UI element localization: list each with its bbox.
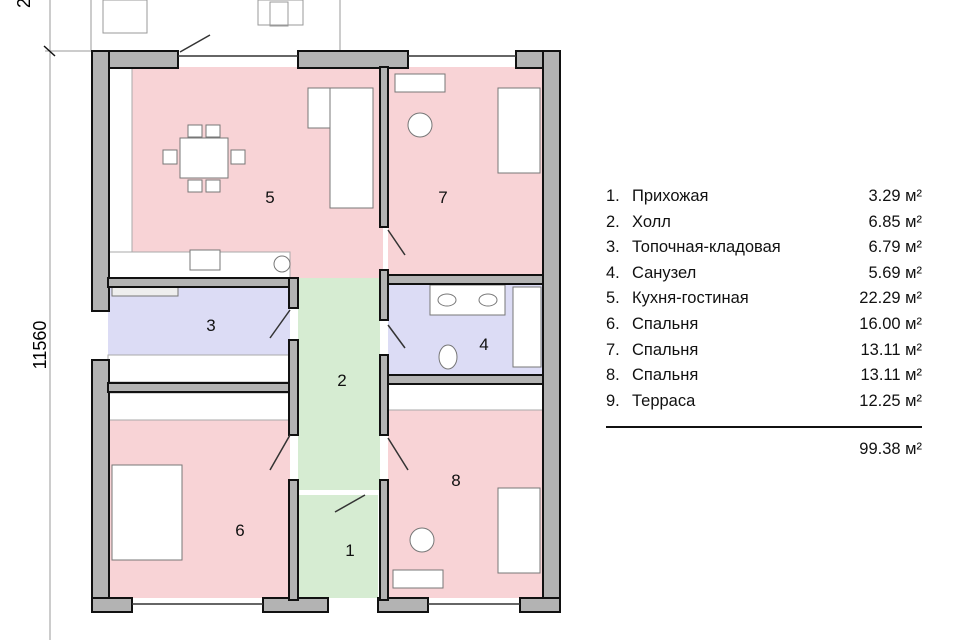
chair-7 (407, 112, 433, 138)
legend-room: 7. Спальня (606, 338, 698, 364)
legend-row: 6. Спальня 16.00 м² (606, 312, 922, 338)
toilet (438, 344, 458, 370)
legend-area: 13.11 м² (860, 340, 923, 359)
sofa-chaise (329, 87, 374, 209)
legend-number: 3. (606, 238, 620, 257)
legend-name: Топочная-кладовая (632, 238, 781, 257)
legend-area: 13.11 м² (860, 366, 923, 385)
desk-7 (394, 73, 446, 93)
room-label-6: 6 (235, 521, 244, 540)
legend-room: 6. Спальня (606, 312, 698, 338)
room-label-8: 8 (451, 471, 460, 490)
area-legend: 1. Прихожая 3.29 м² 2. Холл 6.85 м² 3. Топочная… (606, 184, 922, 459)
dimension-top-partial: 2 (14, 0, 34, 8)
walls (91, 50, 561, 613)
legend-number: 7. (606, 340, 620, 359)
legend-room: 4. Санузел (606, 261, 696, 287)
legend-area: 5.69 м² (868, 263, 922, 282)
legend-room: 1. Прихожая (606, 184, 708, 210)
legend-area: 12.25 м² (859, 391, 922, 410)
legend-number: 2. (606, 212, 620, 231)
legend-room: 3. Топочная-кладовая (606, 235, 781, 261)
legend-area: 6.85 м² (868, 212, 922, 231)
wardrobe-8 (387, 382, 544, 411)
storage-shelves (107, 354, 291, 383)
room-label-1: 1 (345, 541, 354, 560)
dimension-vertical: 11560 (30, 321, 50, 370)
dining-table (179, 137, 229, 179)
legend-room: 8. Спальня (606, 363, 698, 389)
legend-divider (606, 426, 922, 429)
room-1-entrance (298, 495, 378, 598)
legend-number: 4. (606, 263, 620, 282)
room-label-3: 3 (206, 316, 215, 335)
legend-name: Санузел (632, 263, 697, 282)
dimension-lines (43, 0, 341, 640)
room-3-boiler-storage (108, 288, 290, 355)
legend-name: Холл (632, 212, 671, 231)
legend-name: Спальня (632, 340, 699, 359)
bed-6 (111, 464, 183, 561)
legend-name: Спальня (632, 366, 699, 385)
kitchen-counter (107, 66, 133, 253)
room-label-4: 4 (479, 335, 488, 354)
legend-row: 2. Холл 6.85 м² (606, 210, 922, 236)
legend-row: 7. Спальня 13.11 м² (606, 338, 922, 364)
legend-row: 8. Спальня 13.11 м² (606, 363, 922, 389)
legend-number: 6. (606, 314, 620, 333)
legend-room: 9. Терраса (606, 389, 695, 415)
legend-row: 3. Топочная-кладовая 6.79 м² (606, 235, 922, 261)
stove (273, 255, 291, 273)
room-label-7: 7 (438, 188, 447, 207)
legend-area: 16.00 м² (859, 314, 922, 333)
bathtub (512, 286, 542, 368)
legend-name: Кухня-гостиная (632, 289, 749, 308)
legend-number: 8. (606, 366, 620, 385)
bed-8 (497, 487, 541, 574)
room-label-5: 5 (265, 188, 274, 207)
legend-name: Терраса (632, 391, 696, 410)
windows-and-doors (132, 34, 520, 605)
legend-area: 22.29 м² (859, 289, 922, 308)
bed-7 (497, 87, 541, 174)
legend-number: 9. (606, 391, 620, 410)
legend-area: 6.79 м² (868, 238, 922, 257)
legend-row: 9. Терраса 12.25 м² (606, 389, 922, 415)
legend-row: 4. Санузел 5.69 м² (606, 261, 922, 287)
legend-name: Прихожая (632, 187, 709, 205)
legend-number: 1. (606, 187, 620, 205)
legend-row: 5. Кухня-гостиная 22.29 м² (606, 286, 922, 312)
wardrobe-6 (107, 392, 291, 421)
legend-row: 1. Прихожая 3.29 м² (606, 184, 922, 210)
furniture (111, 73, 542, 589)
room-2-hall (298, 278, 380, 490)
room-label-2: 2 (337, 371, 346, 390)
legend-area: 3.29 м² (868, 187, 922, 205)
legend-name: Спальня (632, 314, 699, 333)
legend-room: 2. Холл (606, 210, 671, 236)
legend-total: 99.38 м² (859, 440, 922, 459)
sink (189, 249, 221, 271)
legend-room: 5. Кухня-гостиная (606, 286, 749, 312)
legend-number: 5. (606, 289, 620, 308)
chair-8 (409, 527, 435, 553)
desk-8 (392, 569, 444, 589)
